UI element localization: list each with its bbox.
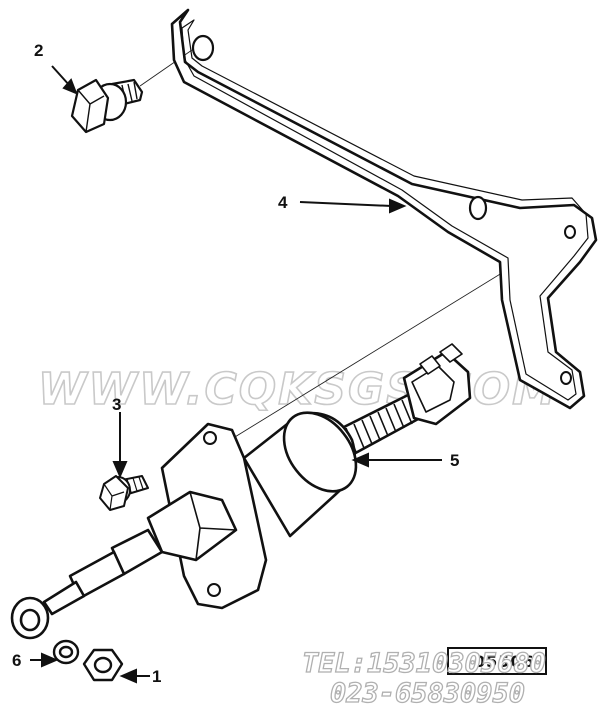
callout-1: 1: [152, 667, 161, 686]
callout-3: 3: [112, 395, 121, 414]
mounting-bracket: [170, 8, 598, 410]
bolt-upper: [70, 78, 144, 134]
figure-code-box: 05506: [447, 647, 547, 675]
fuel-shutoff-solenoid: [10, 343, 472, 640]
washer: [52, 639, 80, 665]
watermark-tel: TEL:15310305680: [302, 648, 546, 679]
callout-5: 5: [450, 451, 459, 470]
bolt-lower: [99, 475, 149, 511]
watermark-phone2: 023-65830950: [330, 678, 525, 709]
callout-6: 6: [12, 651, 21, 670]
callout-2: 2: [34, 41, 43, 60]
hex-nut: [82, 648, 124, 682]
figure-code: 05506: [474, 652, 535, 671]
callout-arrows: [30, 65, 442, 684]
callout-4: 4: [278, 193, 288, 212]
